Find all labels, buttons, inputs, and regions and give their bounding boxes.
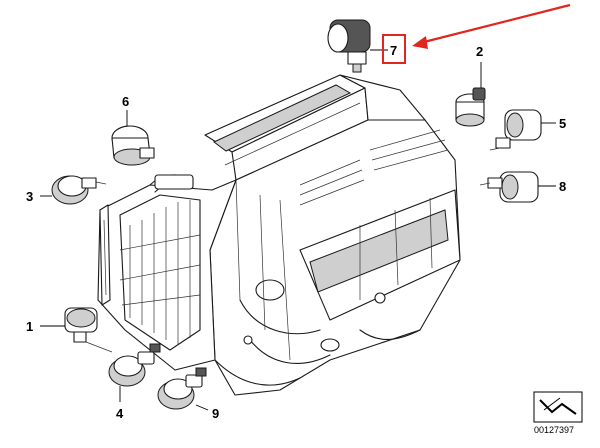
callout-9: 9 <box>212 406 219 421</box>
actuator-3 <box>40 175 107 205</box>
highlight-arrow-head <box>412 36 428 49</box>
callout-6: 6 <box>122 94 129 109</box>
actuator-7 <box>327 19 388 73</box>
actuator-4 <box>108 343 161 402</box>
highlight-box <box>382 34 406 64</box>
callout-3: 3 <box>26 189 33 204</box>
callout-7: 7 <box>390 43 397 58</box>
wrench-symbol-icon <box>533 391 583 423</box>
actuator-8 <box>479 171 556 203</box>
actuator-1 <box>40 307 113 353</box>
hvac-housing <box>97 74 461 396</box>
actuator-2 <box>455 62 486 127</box>
callout-4: 4 <box>116 406 124 421</box>
actuator-5 <box>489 109 556 151</box>
callout-1: 1 <box>26 319 33 334</box>
callout-2: 2 <box>476 44 483 59</box>
actuator-6 <box>111 110 155 166</box>
callout-5: 5 <box>559 116 566 131</box>
actuator-9 <box>157 367 209 411</box>
highlight-arrow-shaft <box>419 3 571 45</box>
callout-8: 8 <box>559 179 566 194</box>
diagram-number: 00127397 <box>534 425 574 435</box>
